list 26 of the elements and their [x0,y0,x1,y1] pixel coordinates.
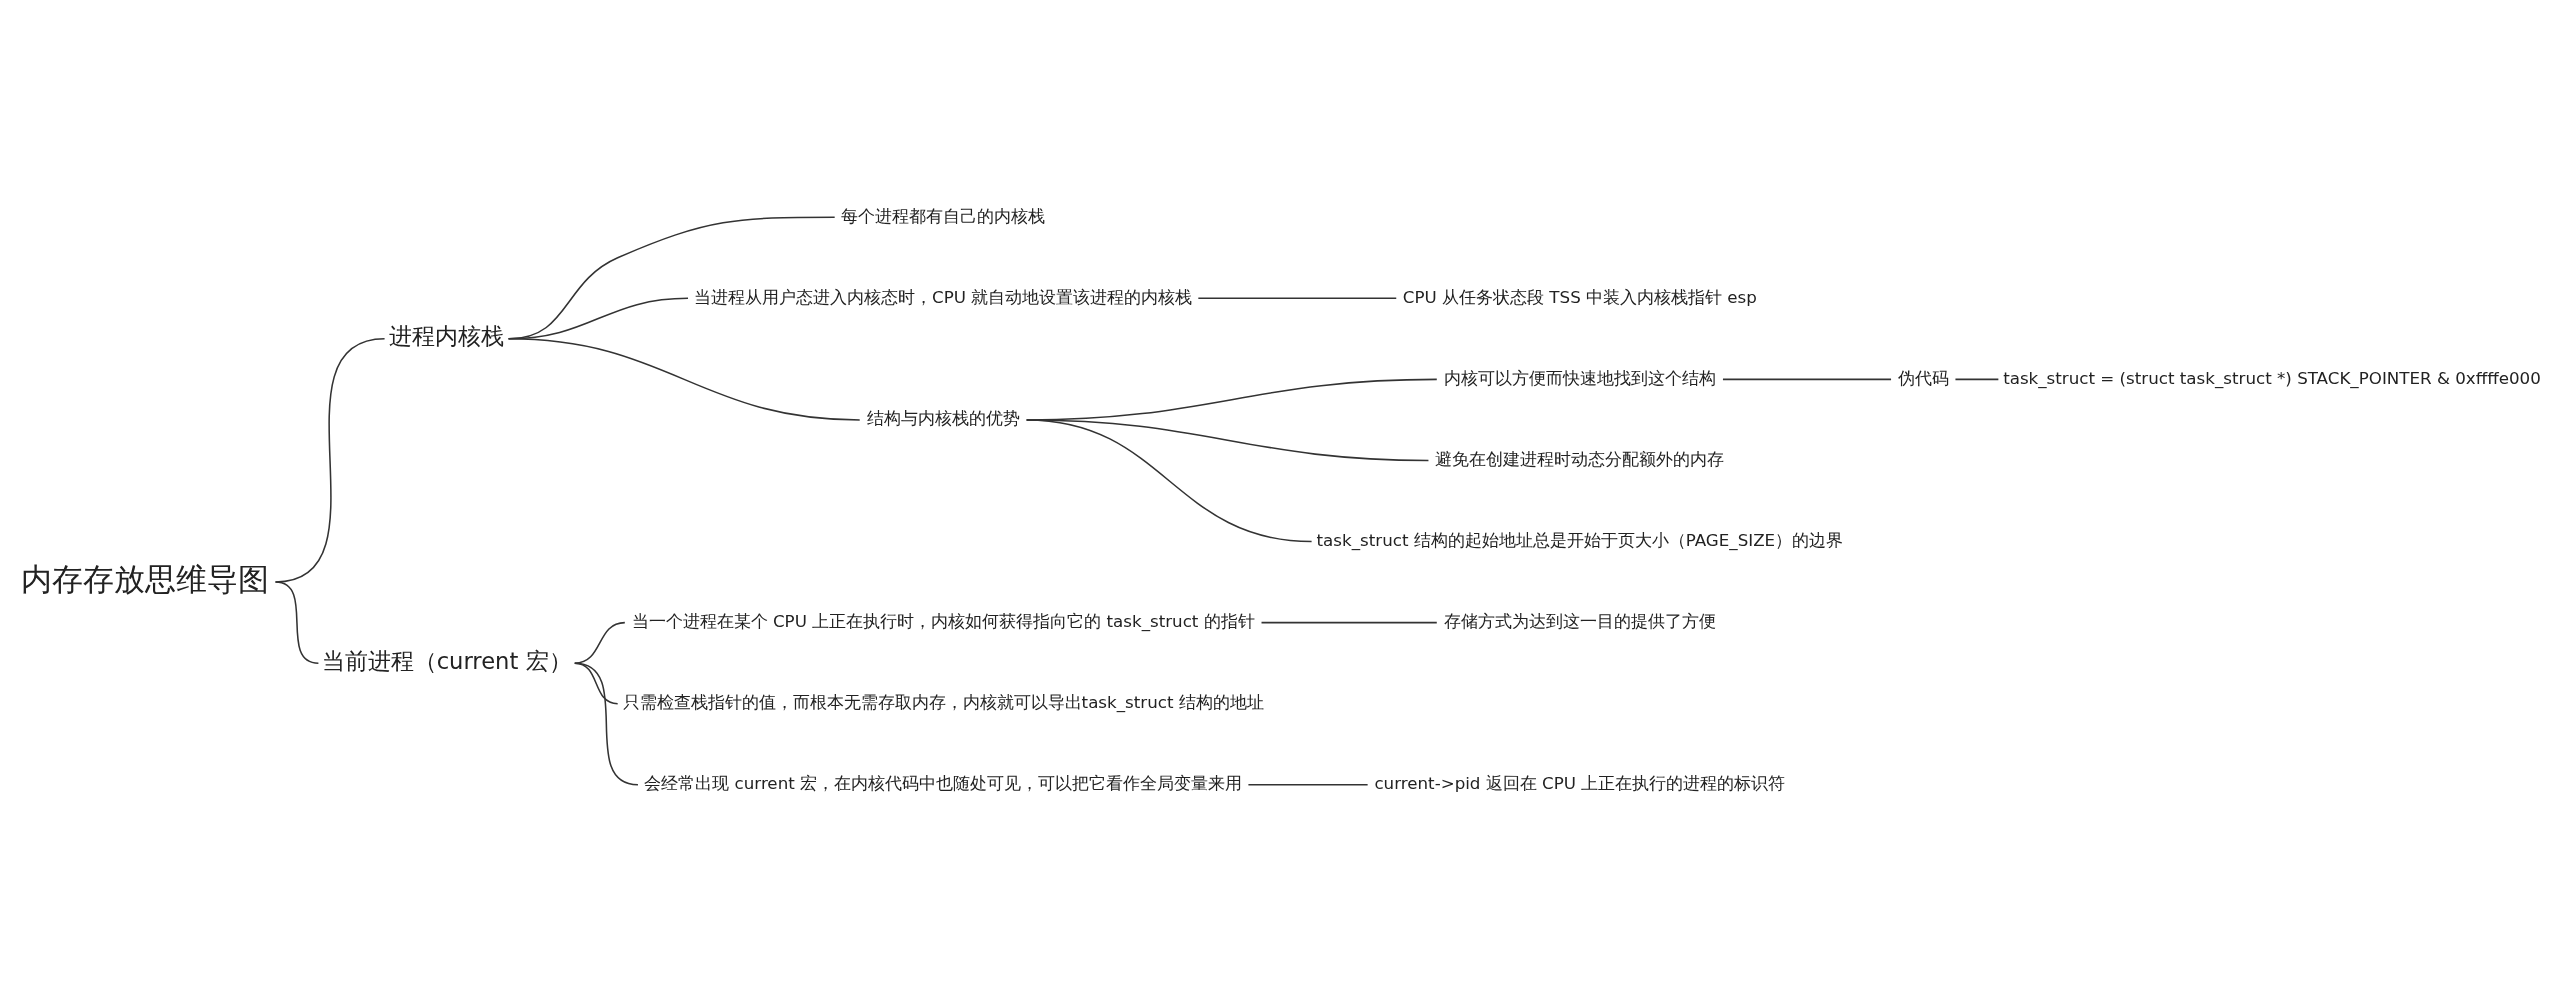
connector [1247,783,1369,786]
node-text: 进程内核栈 [389,322,505,349]
connector [1722,378,1892,380]
node-text: CPU 从任务状态段 TSS 中装入内核栈指针 esp [1402,287,1757,307]
node-text: 当前进程（current 宏） [321,647,572,674]
connector [1025,418,1313,542]
connector [274,580,320,664]
connector [507,337,861,421]
node-text: task_struct = (struct task_struct *) STACK_POINTER & 0xffffe000 [2003,368,2541,388]
connector [1197,297,1398,299]
node-text: 结构与内核栈的优势 [866,408,1020,428]
node-text: 只需检查栈指针的值，而根本无需存取内存，内核就可以导出task_struct 结构的地址 [622,692,1264,712]
node-text: 伪代码 [1897,368,1949,388]
node-text: task_struct 结构的起始地址总是开始于页大小（PAGE_SIZE）的边界 [1316,530,1844,550]
node-text: 每个进程都有自己的内核栈 [841,206,1046,226]
connector [573,661,639,786]
node-text: 当进程从用户态进入内核态时，CPU 就自动地设置该进程的内核栈 [694,287,1193,307]
node-text: 内存存放思维导图 [20,560,269,597]
node-text: 会经常出现 current 宏，在内核代码中也随处可见，可以把它看作全局变量来用 [644,773,1243,793]
node-text: current->pid 返回在 CPU 上正在执行的进程的标识符 [1374,773,1786,793]
node-text: 当一个进程在某个 CPU 上正在执行时，内核如何获得指向它的 task_struct 的指针 [631,611,1255,631]
connector [1260,621,1438,623]
node-text: 存储方式为达到这一目的提供了方便 [1443,611,1716,631]
node-text: 内核可以方便而快速地找到这个结构 [1443,368,1716,388]
node-text: 避免在创建进程时动态分配额外的内存 [1435,449,1725,469]
connector [1954,378,2000,380]
